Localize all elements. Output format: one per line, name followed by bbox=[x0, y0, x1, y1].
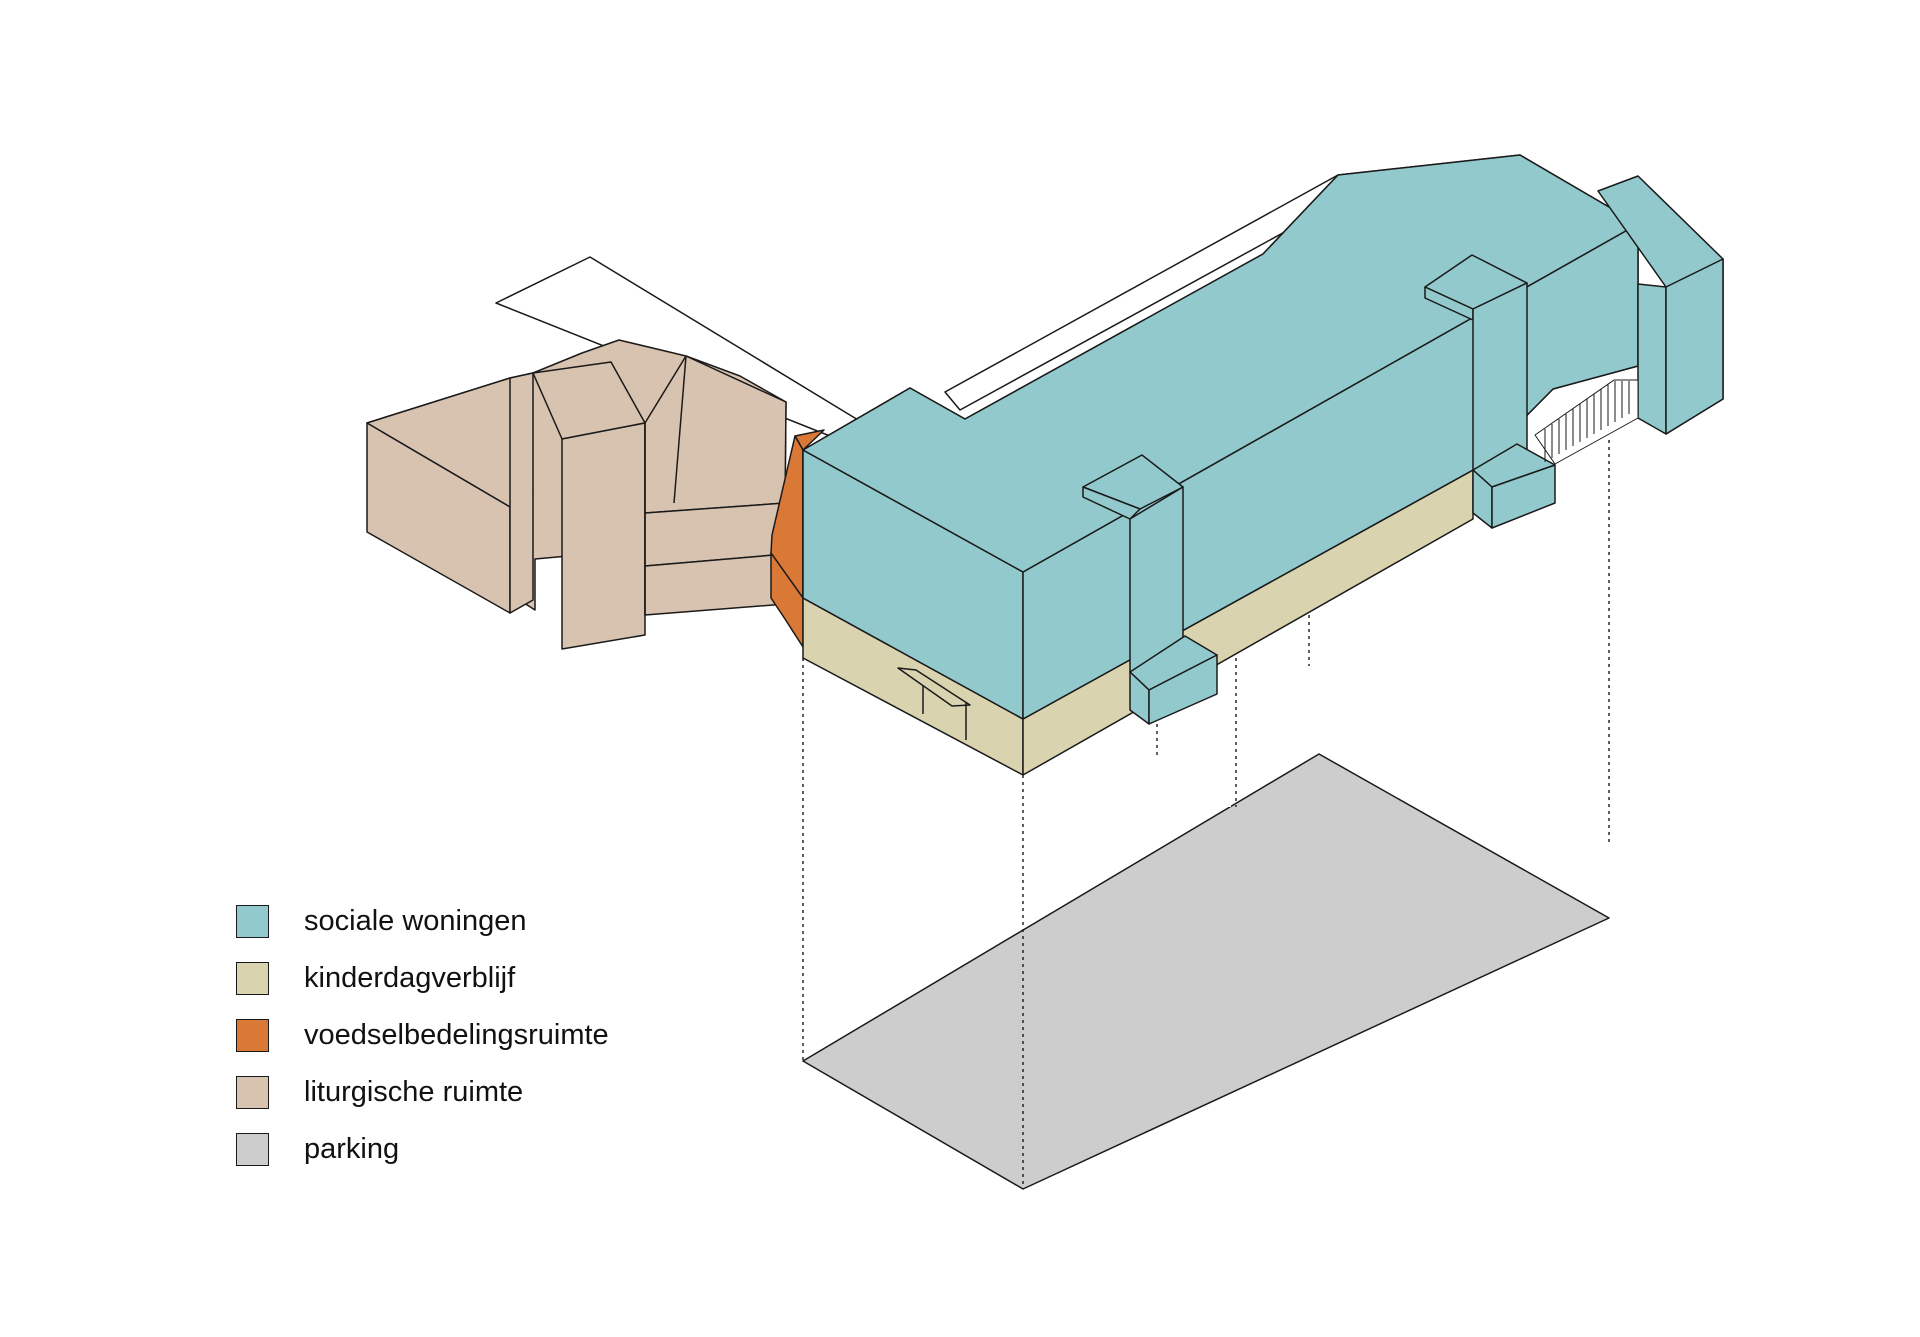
legend-label: voedselbedelingsruimte bbox=[304, 1019, 609, 1051]
voedselbedelingsruimte-volume bbox=[770, 429, 825, 648]
legend-swatch bbox=[236, 962, 269, 995]
legend-swatch bbox=[236, 1133, 269, 1166]
legend-swatch bbox=[236, 905, 269, 938]
legend-swatch bbox=[236, 1076, 269, 1109]
passage-hatch bbox=[1534, 379, 1639, 465]
legend-label: sociale woningen bbox=[304, 905, 527, 937]
legend-label: liturgische ruimte bbox=[304, 1076, 524, 1108]
legend-label: parking bbox=[304, 1133, 400, 1165]
parking-area bbox=[802, 753, 1610, 1190]
entrance-canopy bbox=[897, 667, 971, 707]
legend-label: kinderdagverblijf bbox=[304, 962, 516, 994]
sociale-woningen-volume bbox=[802, 154, 1724, 725]
liturgische-ruimte-volume bbox=[366, 339, 787, 650]
legend-swatch bbox=[236, 1019, 269, 1052]
projection-lines bbox=[802, 440, 1610, 1189]
parking-notch bbox=[1000, 748, 1231, 807]
